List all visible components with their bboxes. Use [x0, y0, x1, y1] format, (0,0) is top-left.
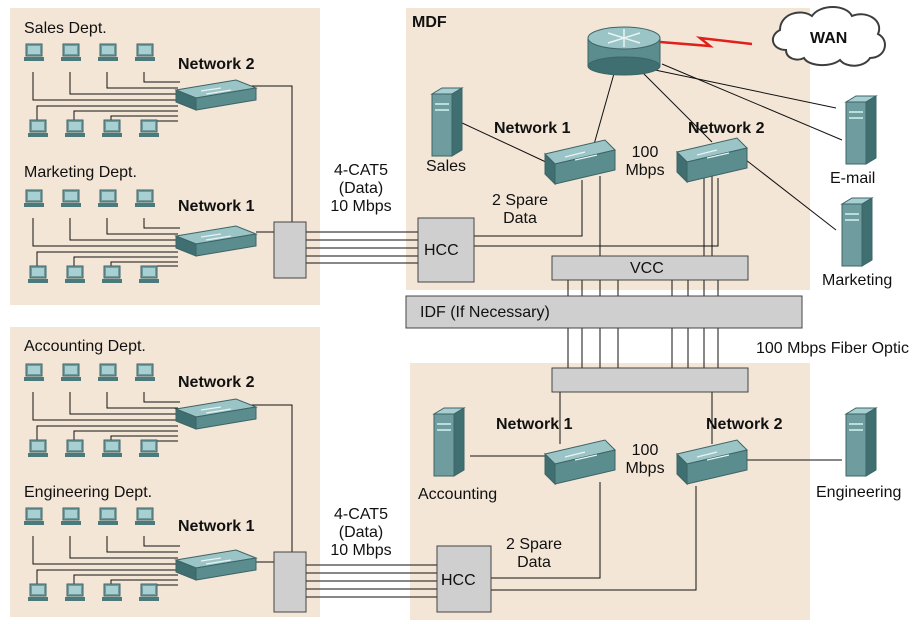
server-accounting-icon	[433, 407, 465, 477]
server-accounting-label: Accounting	[418, 486, 498, 503]
fiber-label: 100 Mbps Fiber Optic	[756, 340, 909, 357]
lower-network2-label: Network 2	[706, 416, 783, 433]
server-email-icon	[845, 95, 877, 165]
dept-label-engineering: Engineering Dept.	[24, 484, 153, 501]
idf-bar	[405, 295, 803, 329]
cabling-label-upper: 4-CAT5(Data)10 Mbps	[330, 162, 392, 215]
dept-label-marketing: Marketing Dept.	[24, 164, 137, 181]
dept-label-accounting: Accounting Dept.	[24, 338, 146, 355]
network-label-lower-1: Network 1	[178, 518, 255, 535]
mdf-network2-label: Network 2	[688, 120, 765, 137]
network-label-upper-1: Network 1	[178, 198, 255, 215]
network-label-upper-2: Network 2	[178, 56, 255, 73]
mdf-title: MDF	[412, 14, 447, 31]
cabling-label-lower: 4-CAT5(Data)10 Mbps	[330, 506, 392, 559]
lower-network1-label: Network 1	[496, 416, 573, 433]
wan-link-icon	[659, 36, 753, 48]
panel-accounting-engineering	[10, 327, 320, 617]
network-label-lower-2: Network 2	[178, 374, 255, 391]
server-email-label: E-mail	[830, 170, 876, 187]
upper-left-cabling	[32, 72, 418, 270]
server-marketing-label: Marketing	[822, 272, 893, 289]
lower-right-cabling	[470, 392, 842, 591]
server-sales-label: Sales	[426, 158, 467, 175]
vcc-label: VCC	[630, 260, 664, 277]
mdf-cabling	[459, 63, 843, 368]
fiber-bar-lower	[551, 367, 749, 393]
server-sales-icon	[431, 87, 463, 157]
router-icon	[587, 26, 661, 76]
vcc-box	[551, 255, 749, 281]
hcc-box-upper	[417, 217, 475, 283]
server-engineering-icon	[845, 407, 877, 477]
patch-box-lower	[273, 551, 307, 613]
patch-box-upper	[273, 221, 307, 279]
wan-label: WAN	[810, 30, 848, 47]
server-marketing-icon	[841, 197, 873, 267]
mdf-network1-label: Network 1	[494, 120, 571, 137]
wan-cloud-icon	[771, 6, 886, 67]
hcc-label-upper: HCC	[424, 242, 459, 259]
idf-label: IDF (If Necessary)	[420, 304, 550, 321]
hcc-box-lower	[436, 545, 492, 613]
dept-label-sales: Sales Dept.	[24, 20, 107, 37]
server-engineering-label: Engineering	[816, 484, 902, 501]
hcc-label-lower: HCC	[441, 572, 476, 589]
